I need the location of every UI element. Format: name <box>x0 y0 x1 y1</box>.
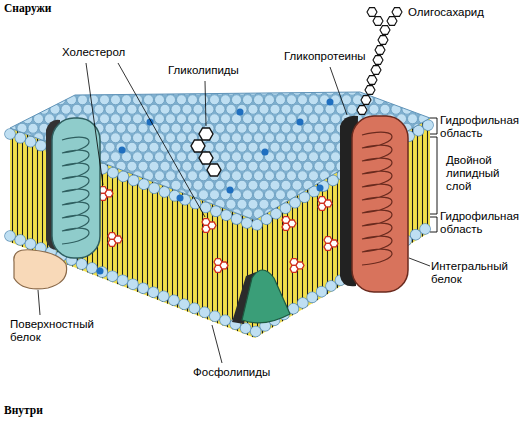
blue-dots <box>97 99 334 275</box>
sugar-ring <box>367 76 377 85</box>
cholesterol <box>318 197 332 211</box>
sugar-ring <box>207 164 221 176</box>
callout-label: Поверхностный белок <box>10 318 110 344</box>
blue-dot <box>237 109 244 116</box>
callout-label: Фосфолипиды <box>193 366 270 379</box>
region-label: Снаружи <box>4 2 52 15</box>
sugar-ring <box>191 140 205 152</box>
leader-line <box>330 67 347 115</box>
cholesterol <box>214 259 228 273</box>
cholesterol <box>202 219 216 233</box>
region-label: Двойной липидный слой <box>446 154 526 193</box>
glycolipid <box>191 128 221 176</box>
callout-label: Олигосахарид <box>408 6 484 19</box>
sugar-ring <box>380 26 390 35</box>
bracket <box>430 118 437 232</box>
cholesterol <box>99 187 113 201</box>
blue-dot <box>119 147 126 154</box>
sugar-ring <box>373 17 383 26</box>
cholesterol <box>324 237 338 251</box>
leader-line <box>38 290 40 315</box>
protein-helix <box>362 132 392 265</box>
cholesterol <box>108 233 122 247</box>
leader-line <box>118 63 205 217</box>
sugar-ring <box>375 46 385 55</box>
sugar-ring <box>387 17 397 26</box>
sugar-ring <box>367 8 377 17</box>
sugar-ring <box>361 96 371 105</box>
blue-dot <box>262 149 269 156</box>
sugar-ring <box>199 152 213 164</box>
leader-line <box>205 81 206 126</box>
blue-dot <box>177 195 184 202</box>
sugar-ring <box>199 128 213 140</box>
blue-dot <box>317 185 324 192</box>
leader-line <box>409 258 430 266</box>
blue-dot <box>227 187 234 194</box>
cholesterol-group <box>99 187 338 273</box>
sugar-ring <box>378 36 388 45</box>
leader-line <box>212 325 222 363</box>
sugar-ring <box>373 56 383 65</box>
green-protein <box>242 270 290 323</box>
sugar-ring <box>371 66 381 75</box>
sugar-ring <box>357 106 367 115</box>
integral-protein <box>352 116 408 292</box>
surface-protein <box>14 250 67 289</box>
cholesterol <box>282 217 296 231</box>
region-label: Гидрофильная область <box>440 210 526 236</box>
blue-dot <box>297 119 304 126</box>
region-label: Гидрофильная область <box>440 114 526 140</box>
teal-protein <box>52 118 100 258</box>
sugar-ring <box>392 8 402 17</box>
leader-lines <box>38 63 430 363</box>
callout-label: Холестерол <box>62 46 125 59</box>
callout-label: Гликопротеины <box>284 50 366 63</box>
blue-dot <box>327 99 334 106</box>
cholesterol <box>290 259 304 273</box>
leader-line <box>86 63 103 185</box>
blue-dot <box>97 268 104 275</box>
callout-label: Интегральный белок <box>431 260 526 286</box>
protein-helix <box>62 137 89 244</box>
region-label: Внутри <box>4 404 43 417</box>
sugar-ring <box>365 86 375 95</box>
callout-label: Гликолипиды <box>168 64 239 77</box>
